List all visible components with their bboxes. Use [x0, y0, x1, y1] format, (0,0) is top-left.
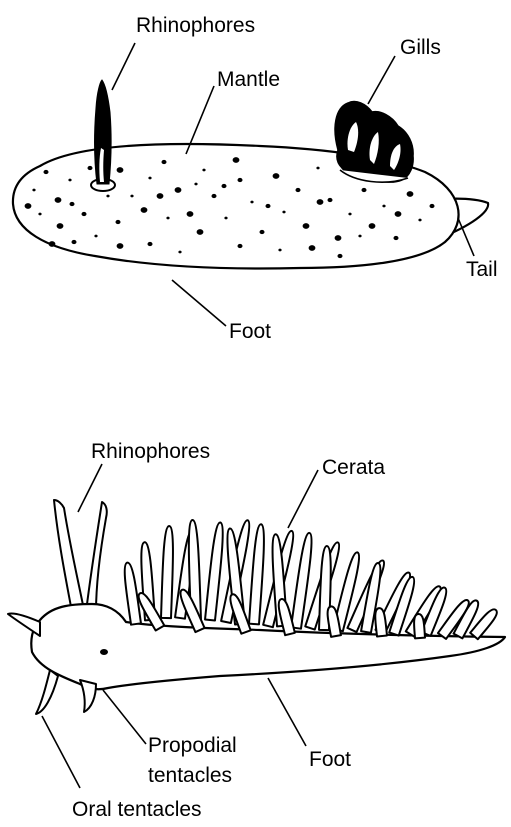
aeolid-propodial-label-line1: Propodial: [148, 734, 237, 757]
mantle-speckle: [250, 201, 253, 204]
aeolid-nudibranch: Rhinophores Cerata Propodial tentacles F…: [8, 440, 505, 821]
mantle-speckle: [187, 211, 194, 217]
aeolid-rhinophores-label: Rhinophores: [91, 440, 210, 463]
mantle-speckle: [238, 178, 243, 182]
dorid-foot-leader: [172, 280, 226, 326]
ceras: [205, 523, 223, 621]
dorid-gills: [335, 102, 413, 183]
mantle-speckle: [57, 223, 64, 229]
mantle-speckle: [335, 235, 342, 241]
mantle-speckle: [328, 198, 333, 202]
aeolid-foot-leader: [268, 678, 306, 746]
mantle-speckle: [88, 166, 93, 170]
aeolid-eye: [100, 649, 108, 655]
mantle-speckle: [194, 183, 197, 186]
dorid-rhinophores-leader: [112, 43, 135, 90]
mantle-speckle: [266, 204, 271, 208]
mantle-speckle: [162, 160, 167, 164]
mantle-speckle: [282, 211, 285, 214]
aeolid-oral-tentacle-left: [8, 613, 40, 636]
mantle-speckle: [49, 241, 56, 247]
mantle-speckle: [430, 204, 435, 208]
mantle-speckle: [303, 223, 310, 229]
aeolid-propodial-label-line2: tentacles: [148, 764, 232, 787]
aeolid-rhinophores-leader: [78, 464, 102, 512]
mantle-speckle: [202, 169, 205, 172]
mantle-speckle: [362, 188, 367, 192]
mantle-speckle: [224, 217, 227, 220]
aeolid-cerata: [125, 520, 497, 639]
mantle-speckle: [25, 203, 32, 209]
mantle-speckle: [316, 167, 319, 170]
aeolid-rhinophore-left: [54, 500, 84, 612]
mantle-speckle: [38, 213, 41, 216]
dorid-tail-label: Tail: [466, 258, 498, 281]
mantle-speckle: [348, 213, 351, 216]
mantle-speckle: [166, 217, 169, 220]
mantle-speckle: [72, 240, 77, 244]
mantle-speckle: [358, 235, 361, 238]
mantle-speckle: [44, 170, 49, 174]
mantle-speckle: [317, 199, 324, 205]
mantle-speckle: [55, 197, 62, 203]
mantle-speckle: [222, 184, 227, 188]
aeolid-propodial-leader: [103, 690, 146, 744]
mantle-speckle: [418, 219, 421, 222]
aeolid-cerata-leader: [288, 470, 318, 528]
mantle-speckle: [309, 245, 316, 251]
mantle-speckle: [32, 189, 35, 192]
aeolid-propodial-tentacle: [80, 680, 96, 712]
dorid-gills-leader: [368, 56, 395, 104]
mantle-speckle: [394, 236, 399, 240]
ceras: [161, 526, 173, 618]
dorid-mantle-label: Mantle: [217, 68, 280, 91]
mantle-speckle: [130, 195, 133, 198]
mantle-speckle: [148, 242, 153, 246]
mantle-speckle: [68, 179, 71, 182]
mantle-speckle: [382, 205, 385, 208]
dorid-foot-label: Foot: [229, 320, 271, 343]
mantle-speckle: [157, 193, 164, 199]
mantle-speckle: [395, 211, 402, 217]
mantle-speckle: [296, 188, 301, 192]
ceras: [414, 614, 425, 638]
mantle-speckle: [278, 249, 281, 252]
dorid-rhinophores-label: Rhinophores: [136, 14, 255, 37]
ceras: [249, 524, 264, 624]
mantle-speckle: [117, 243, 124, 249]
mantle-speckle: [148, 177, 151, 180]
aeolid-foot-label: Foot: [309, 748, 351, 771]
mantle-speckle: [369, 223, 376, 229]
aeolid-oral-tentacles-label: Oral tentacles: [72, 798, 202, 821]
mantle-speckle: [94, 235, 97, 238]
mantle-speckle: [233, 157, 240, 163]
mantle-speckle: [175, 187, 182, 193]
aeolid-rhinophore-right: [86, 502, 107, 612]
dorid-gills-label: Gills: [400, 36, 441, 59]
mantle-speckle: [197, 229, 204, 235]
mantle-speckle: [260, 230, 265, 234]
mantle-speckle: [273, 173, 280, 179]
mantle-speckle: [70, 202, 75, 206]
mantle-speckle: [117, 167, 124, 173]
mantle-speckle: [178, 251, 181, 254]
mantle-speckle: [106, 195, 109, 198]
aeolid-oral-tentacles-leader: [42, 716, 80, 788]
dorid-nudibranch: Rhinophores Mantle Gills Tail Foot: [13, 14, 498, 343]
mantle-speckle: [212, 194, 217, 198]
mantle-speckle: [82, 212, 87, 216]
aeolid-oral-tentacle-lower: [36, 670, 58, 714]
mantle-speckle: [407, 191, 414, 197]
mantle-speckle: [116, 220, 121, 224]
aeolid-cerata-label: Cerata: [322, 456, 385, 479]
mantle-speckle: [338, 254, 343, 258]
mantle-speckle: [238, 244, 243, 248]
mantle-speckle: [141, 207, 148, 213]
